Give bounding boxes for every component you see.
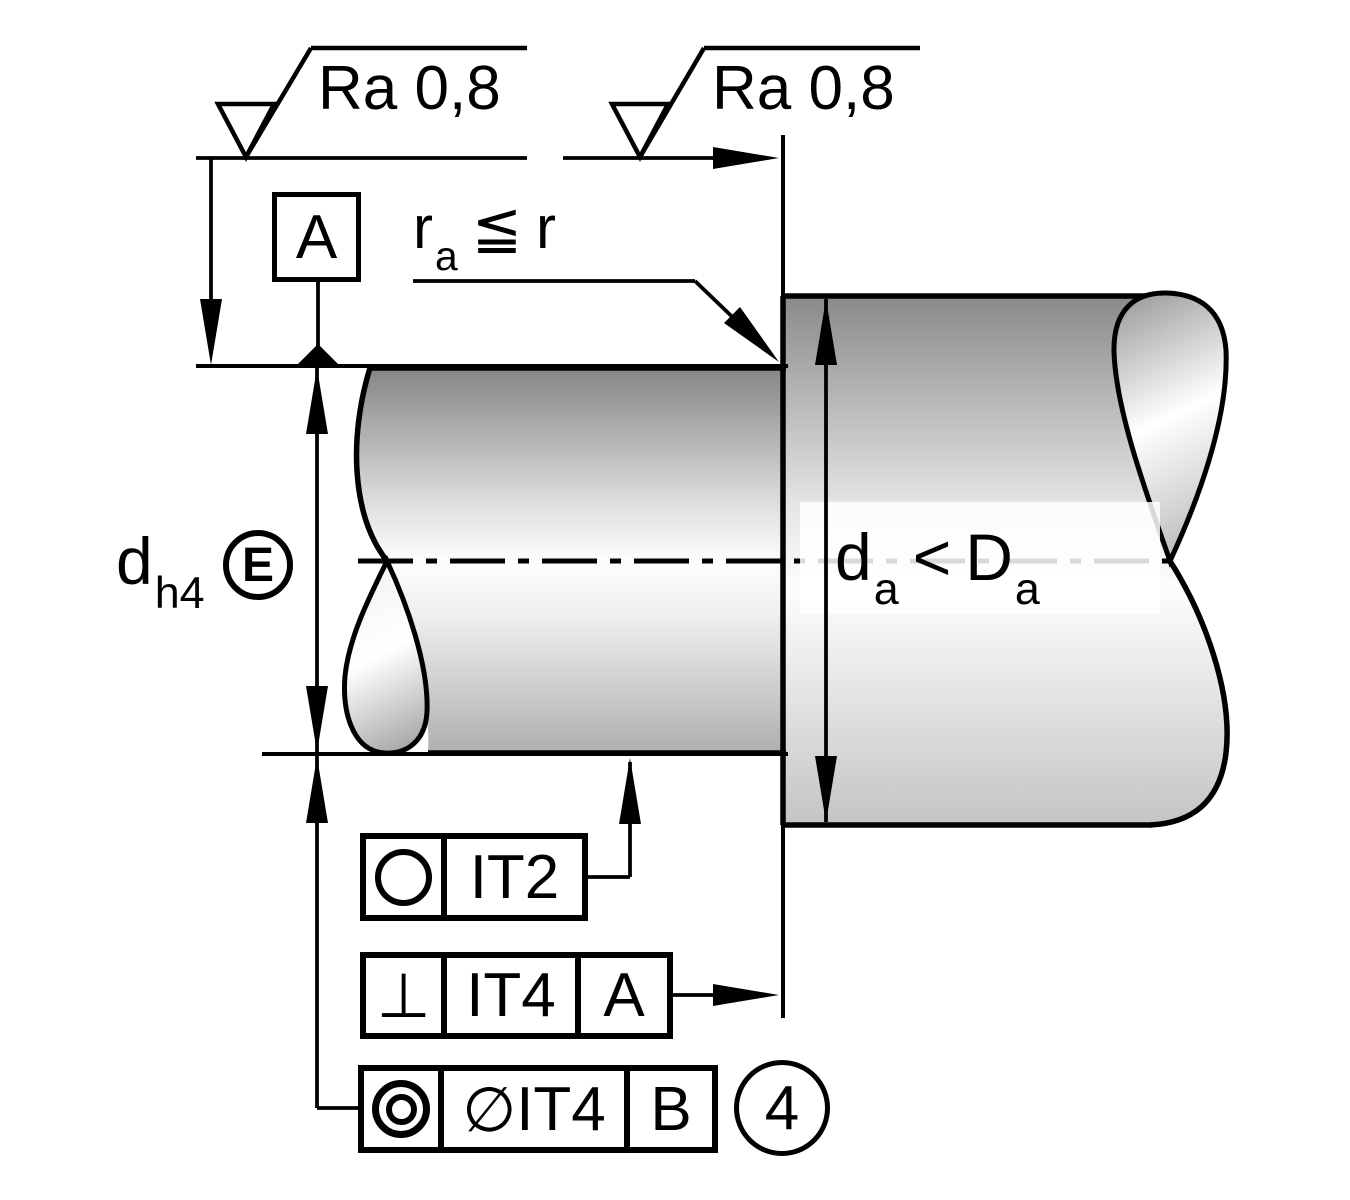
label-highlight-patch bbox=[800, 502, 1160, 614]
perpendicularity-icon: ⊥ bbox=[376, 959, 431, 1032]
less-equal-sign: ≦ bbox=[471, 193, 522, 263]
callout-number: 4 bbox=[764, 1073, 800, 1143]
perpendicularity-value-cell: IT4 bbox=[447, 958, 581, 1033]
roundness-circle-icon bbox=[375, 848, 432, 906]
abutment-d-sub: a bbox=[873, 563, 899, 615]
abutment-D-sub: a bbox=[1014, 563, 1040, 615]
roundness-symbol-cell bbox=[366, 839, 447, 915]
envelope-letter: E bbox=[241, 538, 274, 592]
abutment-D: D bbox=[965, 520, 1013, 594]
seat-d: d bbox=[116, 524, 153, 598]
right-break-teardrop bbox=[1111, 290, 1229, 568]
datum-triangle bbox=[295, 344, 341, 367]
surface-finish-symbol-left bbox=[214, 45, 527, 162]
perpendicularity-symbol-cell: ⊥ bbox=[366, 958, 447, 1033]
callout-circle: 4 bbox=[734, 1060, 830, 1156]
left-break-teardrop bbox=[342, 555, 430, 756]
seat-d-sub: h4 bbox=[154, 567, 205, 619]
perpendicularity-value: IT4 bbox=[466, 961, 556, 1030]
abutment-d: d bbox=[835, 520, 872, 594]
coaxiality-datum: B bbox=[650, 1074, 692, 1144]
roundness-tolerance-frame: IT2 bbox=[360, 833, 588, 921]
datum-a-box: A bbox=[272, 192, 361, 282]
fillet-r-ref: r bbox=[535, 194, 556, 261]
coaxiality-symbol-cell bbox=[364, 1071, 444, 1147]
surface-finish-symbol-right bbox=[608, 45, 920, 162]
diameter-icon: ∅ bbox=[462, 1072, 517, 1146]
coaxiality-value-cell: ∅IT4 bbox=[444, 1071, 630, 1147]
roundness-value-cell: IT2 bbox=[447, 839, 582, 915]
less-than-sign: < bbox=[912, 520, 952, 594]
envelope-symbol: E bbox=[223, 530, 293, 600]
roundness-value: IT2 bbox=[469, 842, 560, 912]
perpendicularity-datum: A bbox=[603, 961, 645, 1030]
roughness-label-right: Ra 0,8 bbox=[712, 54, 895, 123]
fillet-r: r bbox=[413, 194, 433, 261]
perpendicularity-tolerance-frame: ⊥ IT4 A bbox=[360, 952, 673, 1039]
fillet-radius-note: ra≦r bbox=[413, 198, 556, 277]
seat-diameter-label: dh4 bbox=[116, 528, 205, 615]
shaft-outlines bbox=[353, 293, 1230, 828]
coaxiality-datum-cell: B bbox=[630, 1071, 712, 1147]
abutment-diameter-note: da<Da bbox=[835, 524, 1040, 611]
roughness-label-left: Ra 0,8 bbox=[318, 54, 501, 123]
perpendicularity-datum-cell: A bbox=[581, 958, 667, 1033]
arrowheads bbox=[200, 147, 837, 1006]
coaxiality-tolerance-frame: ∅IT4 B bbox=[358, 1065, 718, 1153]
fillet-r-sub: a bbox=[434, 232, 458, 279]
datum-a-label: A bbox=[295, 202, 338, 272]
coaxiality-value: IT4 bbox=[516, 1074, 606, 1144]
concentric-inner-circle bbox=[385, 1093, 417, 1125]
concentric-circles-icon bbox=[372, 1080, 430, 1138]
